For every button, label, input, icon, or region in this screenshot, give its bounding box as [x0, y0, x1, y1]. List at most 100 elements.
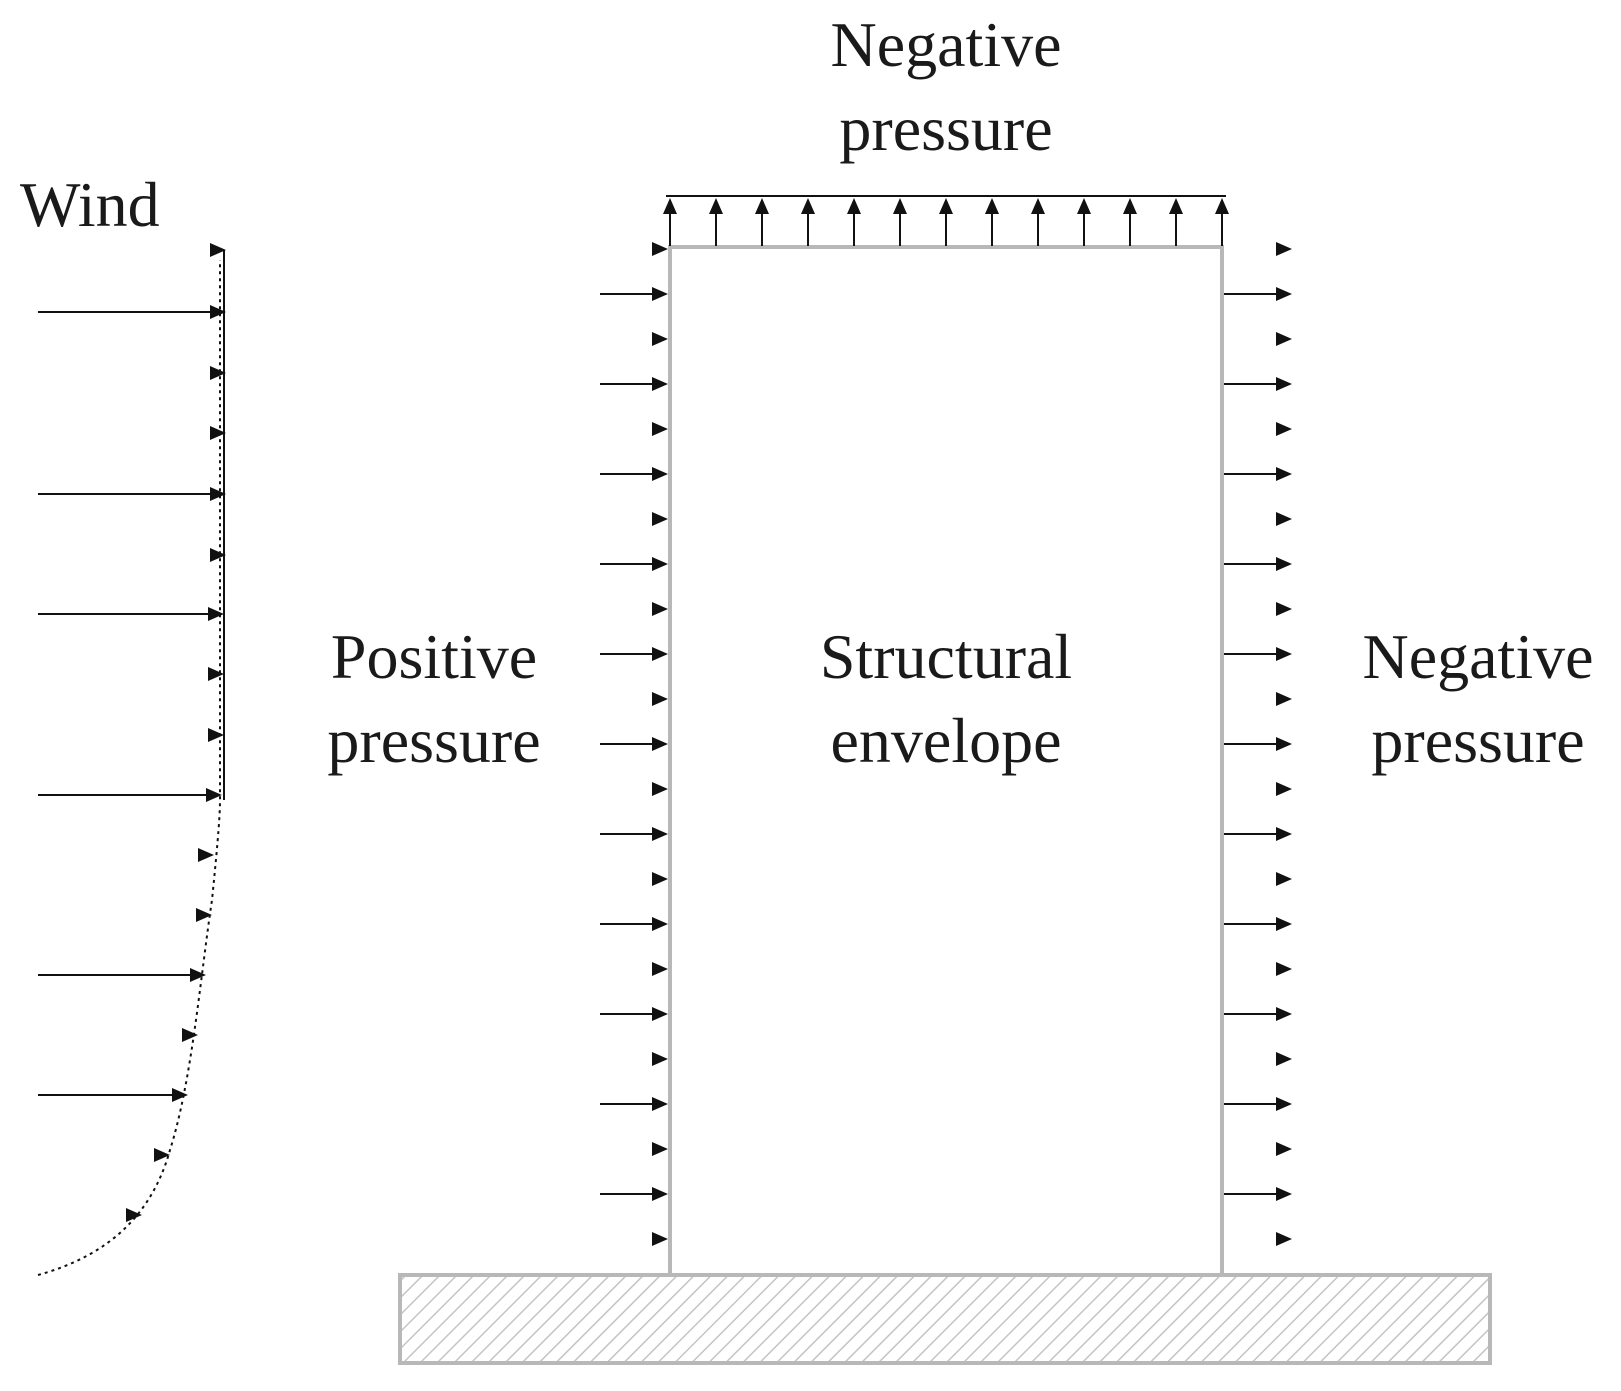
arrowhead-icon [1276, 872, 1292, 886]
left-pressure-arrow [652, 782, 668, 796]
arrowhead-icon [1276, 1187, 1292, 1201]
wind-arrow [208, 728, 224, 742]
wind-label: Wind [20, 169, 160, 240]
wind-arrow [210, 548, 226, 562]
left-pressure-label-line2: pressure [327, 705, 540, 776]
right-pressure-arrow [1224, 827, 1292, 841]
right-pressure-arrow [1276, 962, 1292, 976]
left-pressure-arrow [600, 287, 668, 301]
arrowhead-icon [1276, 467, 1292, 481]
right-pressure-arrow [1224, 647, 1292, 661]
arrowhead-icon [1077, 198, 1091, 214]
wind-arrow [38, 305, 226, 319]
right-pressure-label-line2: pressure [1371, 705, 1584, 776]
ground-base [398, 1273, 1492, 1365]
wind-arrow [38, 487, 226, 501]
arrowhead-icon [1276, 377, 1292, 391]
structural-envelope [668, 245, 1224, 1277]
right-pressure-arrow [1224, 557, 1292, 571]
arrowhead-icon [1276, 1007, 1292, 1021]
arrowhead-icon [652, 692, 668, 706]
arrowhead-icon [1276, 1142, 1292, 1156]
wind-arrow [38, 968, 206, 982]
arrowhead-icon [652, 827, 668, 841]
top-pressure-arrow [801, 198, 815, 246]
top-pressure-arrow [985, 198, 999, 246]
arrowhead-icon [1276, 1052, 1292, 1066]
right-pressure-arrow [1224, 1007, 1292, 1021]
arrowhead-icon [210, 487, 226, 501]
right-pressure-arrow [1276, 1142, 1292, 1156]
top-pressure-arrows [663, 195, 1229, 246]
arrowhead-icon [1276, 332, 1292, 346]
wind-arrow [38, 607, 224, 621]
wind-arrow [38, 1088, 188, 1102]
arrowhead-icon [210, 548, 226, 562]
arrowhead-icon [755, 198, 769, 214]
arrowhead-icon [652, 962, 668, 976]
right-pressure-arrow [1276, 1052, 1292, 1066]
top-pressure-arrow [663, 198, 677, 246]
arrowhead-icon [652, 332, 668, 346]
top-pressure-arrow [1123, 198, 1137, 246]
arrowhead-icon [652, 1007, 668, 1021]
wind-arrow [196, 908, 212, 922]
left-pressure-arrow [652, 512, 668, 526]
left-pressure-arrow [652, 242, 668, 256]
arrowhead-icon [1276, 242, 1292, 256]
top-pressure-label-line1: Negative [831, 9, 1062, 80]
right-pressure-arrow [1224, 1187, 1292, 1201]
arrowhead-icon [1276, 512, 1292, 526]
left-pressure-arrow [652, 872, 668, 886]
arrowhead-icon [652, 377, 668, 391]
arrowhead-icon [985, 198, 999, 214]
arrowhead-icon [208, 607, 224, 621]
wind-arrow [208, 667, 224, 681]
left-pressure-arrow [652, 692, 668, 706]
left-pressure-arrow [600, 1007, 668, 1021]
arrowhead-icon [652, 242, 668, 256]
wind-arrows [38, 243, 226, 1222]
left-pressure-arrow [600, 647, 668, 661]
top-pressure-arrow [709, 198, 723, 246]
left-pressure-arrow [652, 602, 668, 616]
arrowhead-icon [1276, 917, 1292, 931]
arrowhead-icon [652, 1232, 668, 1246]
arrowhead-icon [206, 788, 222, 802]
right-pressure-arrows [1224, 242, 1292, 1246]
arrowhead-icon [652, 917, 668, 931]
right-pressure-arrow [1276, 602, 1292, 616]
arrowhead-icon [652, 647, 668, 661]
left-pressure-arrow [600, 737, 668, 751]
arrowhead-icon [652, 1142, 668, 1156]
arrowhead-icon [847, 198, 861, 214]
arrowhead-icon [1031, 198, 1045, 214]
right-pressure-arrow [1276, 422, 1292, 436]
arrowhead-icon [1276, 287, 1292, 301]
wind-arrow [210, 426, 226, 440]
arrowhead-icon [663, 198, 677, 214]
arrowhead-icon [1276, 557, 1292, 571]
arrowhead-icon [939, 198, 953, 214]
arrowhead-icon [210, 366, 226, 380]
wind-profile-curve [37, 260, 221, 1276]
right-pressure-arrow [1276, 332, 1292, 346]
right-pressure-arrow [1276, 512, 1292, 526]
arrowhead-icon [190, 968, 206, 982]
arrowhead-icon [1276, 1097, 1292, 1111]
arrowhead-icon [652, 602, 668, 616]
envelope-label-line1: Structural [820, 621, 1072, 692]
top-pressure-label-line2: pressure [839, 93, 1052, 164]
arrowhead-icon [1276, 692, 1292, 706]
arrowhead-icon [1276, 647, 1292, 661]
right-pressure-arrow [1276, 872, 1292, 886]
left-pressure-arrow [600, 827, 668, 841]
arrowhead-icon [1276, 602, 1292, 616]
arrowhead-icon [652, 1052, 668, 1066]
left-pressure-arrow [652, 1232, 668, 1246]
arrowhead-icon [172, 1088, 188, 1102]
left-pressure-arrow [600, 467, 668, 481]
arrowhead-icon [1276, 827, 1292, 841]
arrowhead-icon [1169, 198, 1183, 214]
left-pressure-arrow [600, 1097, 668, 1111]
